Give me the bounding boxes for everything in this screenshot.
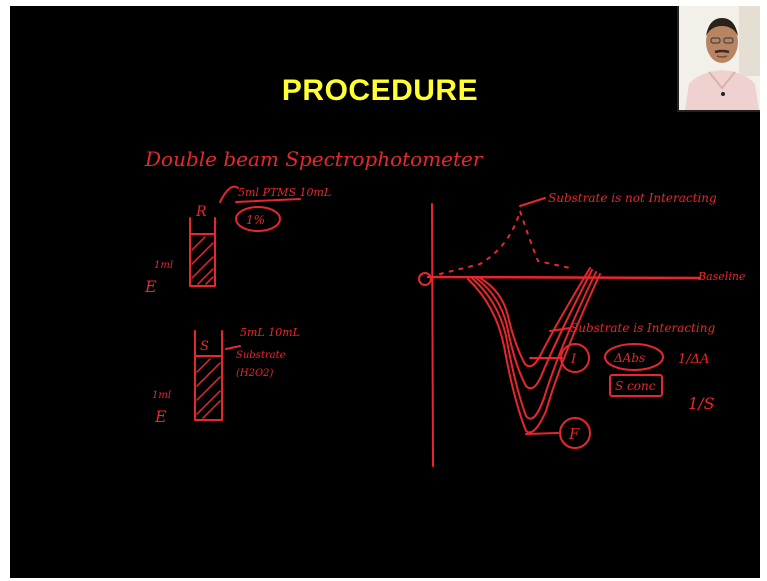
not-interacting-arrow: [520, 198, 545, 206]
enzyme-1-label: E: [144, 277, 157, 296]
sample-substrate-2: (H2O2): [236, 368, 274, 379]
final-leader: [526, 433, 558, 434]
enzyme-2-label: E: [154, 407, 167, 426]
ref-label: R: [195, 204, 207, 220]
initial-label: I: [570, 352, 577, 367]
sample-label: S: [200, 339, 209, 354]
dip-curve-4: [468, 274, 600, 432]
not-interacting-label: Substrate is not Interacting: [548, 191, 717, 205]
enzyme-2-volume: 1ml: [152, 390, 171, 401]
heading-text: Double beam Spectrophotometer: [144, 147, 484, 171]
origin-circle: [419, 273, 431, 285]
ref-volume: 5ml PTMS 10mL: [238, 186, 331, 199]
inverse-delta-label: 1/ΔA: [678, 352, 709, 367]
presenter-silhouette-icon: [679, 6, 760, 110]
dip-curve-3: [472, 272, 596, 419]
origin-label: O: [438, 267, 439, 269]
presenter-webcam-icon: [677, 6, 760, 112]
sample-hatch: [197, 359, 220, 418]
sample-volume: 5mL 10mL: [240, 326, 300, 339]
interacting-label: Substrate is Interacting: [570, 321, 715, 335]
lecture-slide: PROCEDURE: [10, 6, 760, 578]
ref-circle-text: 1%: [246, 213, 265, 227]
sample-arrow: [226, 346, 240, 349]
reference-arrow: [220, 187, 238, 202]
baseline-line: [428, 277, 700, 278]
not-interacting-curve: [440, 211, 570, 274]
ref-volume-underline: [236, 199, 300, 202]
baseline-label: Baseline: [697, 270, 746, 283]
inverse-s-label: 1/S: [688, 394, 715, 413]
delta-abs-label: ΔAbs: [613, 351, 645, 365]
s-conc-label: S conc: [615, 379, 656, 393]
sample-substrate: Substrate: [236, 350, 286, 361]
enzyme-1-volume: 1ml: [154, 260, 173, 271]
reference-hatch: [192, 237, 213, 284]
y-axis: [432, 204, 433, 466]
final-label: F: [568, 425, 580, 443]
handwritten-ink-layer: Double beam Spectrophotometer R 5ml PTMS…: [10, 6, 760, 578]
